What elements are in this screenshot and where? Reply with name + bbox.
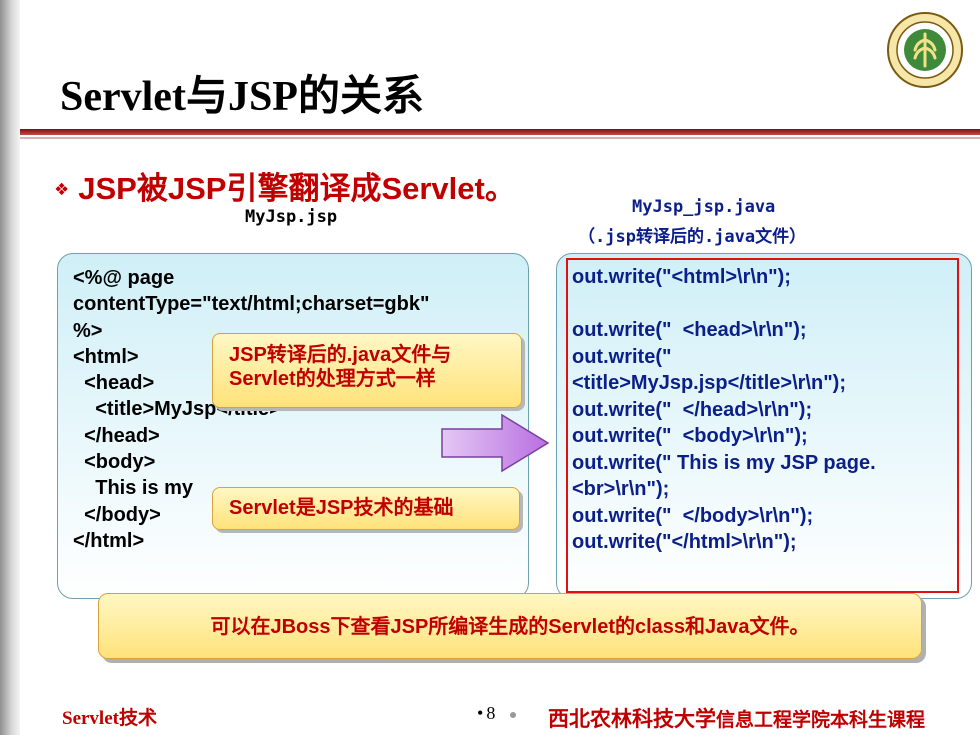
footer-institution: 西北农林科技大学信息工程学院本科生课程 — [548, 703, 925, 733]
footer-university: 西北农林科技大学 — [548, 707, 716, 731]
right-arrow-icon — [441, 413, 550, 473]
title-divider-thin — [20, 137, 980, 139]
java-code-highlight-frame — [566, 258, 959, 593]
title-divider — [20, 129, 980, 135]
footer-department: 信息工程学院本科生课程 — [716, 710, 926, 731]
bullet-line: ❖ JSP被JSP引擎翻译成Servlet。 — [55, 163, 516, 208]
left-decor-bar — [0, 0, 20, 735]
footer-separator-dot — [510, 712, 516, 718]
right-file-sublabel: （.jsp转译后的.java文件） — [578, 227, 807, 247]
java-code-panel — [556, 253, 972, 599]
university-logo-icon — [887, 12, 963, 88]
jsp-code: <%@ page contentType="text/html;charset=… — [73, 267, 430, 552]
page-dot-icon: • — [477, 703, 484, 723]
slide-title: Servlet与JSP的关系 — [60, 74, 424, 120]
left-file-label: MyJsp.jsp — [245, 207, 338, 227]
callout-same-processing: JSP转译后的.java文件与Servlet的处理方式一样 — [212, 333, 522, 408]
java-code: out.write("<html>\r\n"); out.write(" <he… — [572, 266, 876, 553]
page-number: 8 — [486, 703, 496, 723]
footer-page-number: •8 — [477, 703, 495, 724]
diamond-bullet-icon: ❖ — [55, 176, 69, 201]
callout-servlet-foundation: Servlet是JSP技术的基础 — [212, 487, 520, 530]
bottom-note: 可以在JBoss下查看JSP所编译生成的Servlet的class和Java文件… — [98, 593, 922, 659]
right-file-label: MyJsp_jsp.java — [632, 197, 776, 217]
bullet-text: JSP被JSP引擎翻译成Servlet。 — [78, 171, 516, 206]
footer-course: Servlet技术 — [62, 708, 157, 729]
jsp-code-panel — [57, 253, 529, 599]
